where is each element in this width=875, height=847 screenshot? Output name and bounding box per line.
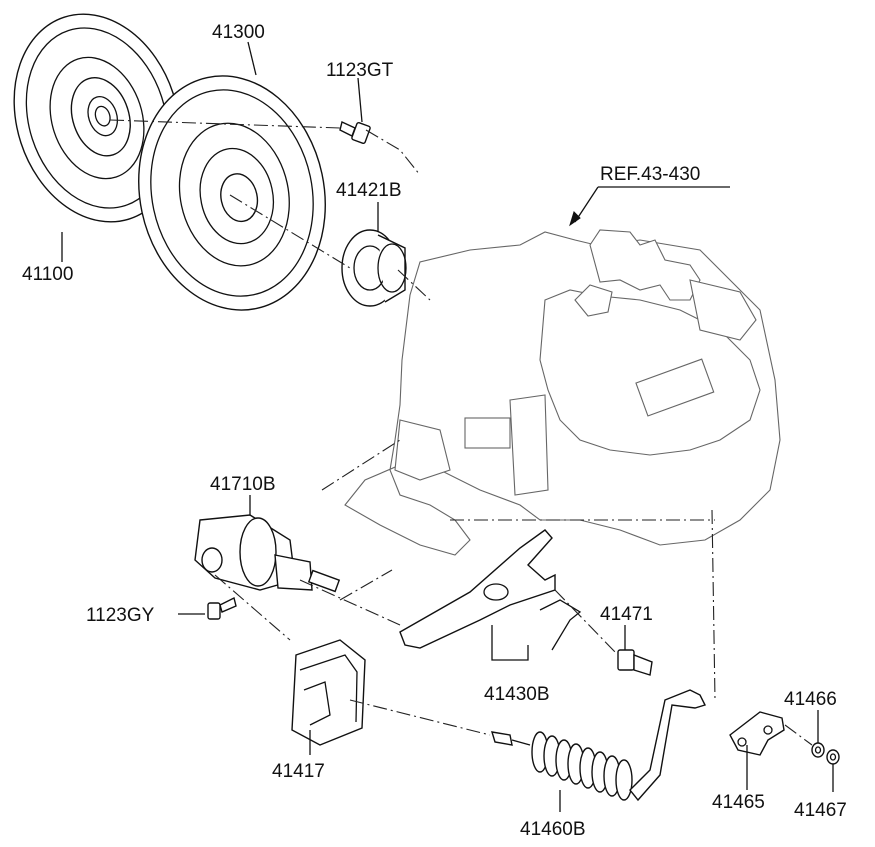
part-label-41417: 41417 [272, 761, 325, 782]
ref-label: REF.43-430 [600, 164, 700, 185]
bracket-41465 [729, 711, 785, 756]
washer-41467 [826, 749, 840, 765]
part-label-41710b: 41710B [210, 474, 276, 495]
release-bearing-41421b [341, 229, 407, 307]
part-label-41467: 41467 [794, 800, 847, 821]
release-fork-41430b [399, 529, 582, 651]
part-label-1123gy: 1123GY [86, 605, 155, 626]
part-label-41466: 41466 [784, 689, 837, 710]
clutch-disc-41100 [13, 13, 181, 223]
part-label-41430b: 41430B [484, 684, 550, 705]
part-label-1123gt: 1123GT [326, 60, 394, 81]
part-label-41460b: 41460B [520, 819, 586, 840]
part-label-41471: 41471 [600, 604, 653, 625]
part-label-41421b: 41421B [336, 180, 402, 201]
hose-41460b [491, 689, 706, 802]
transmission-housing [344, 229, 781, 556]
assembly-center-lines [109, 119, 813, 746]
part-label-41300: 41300 [212, 22, 265, 43]
part-label-41100: 41100 [22, 264, 73, 285]
part-label-41465: 41465 [712, 792, 765, 813]
boot-41417 [291, 639, 366, 746]
bolt-1123gt [339, 121, 371, 144]
leader-lines [61, 41, 834, 812]
bolt-1123gy [207, 596, 237, 620]
release-cylinder-41710b [194, 514, 341, 593]
pivot-41471 [617, 649, 653, 676]
washer-41466 [811, 742, 825, 758]
pressure-plate-41300 [138, 75, 326, 311]
